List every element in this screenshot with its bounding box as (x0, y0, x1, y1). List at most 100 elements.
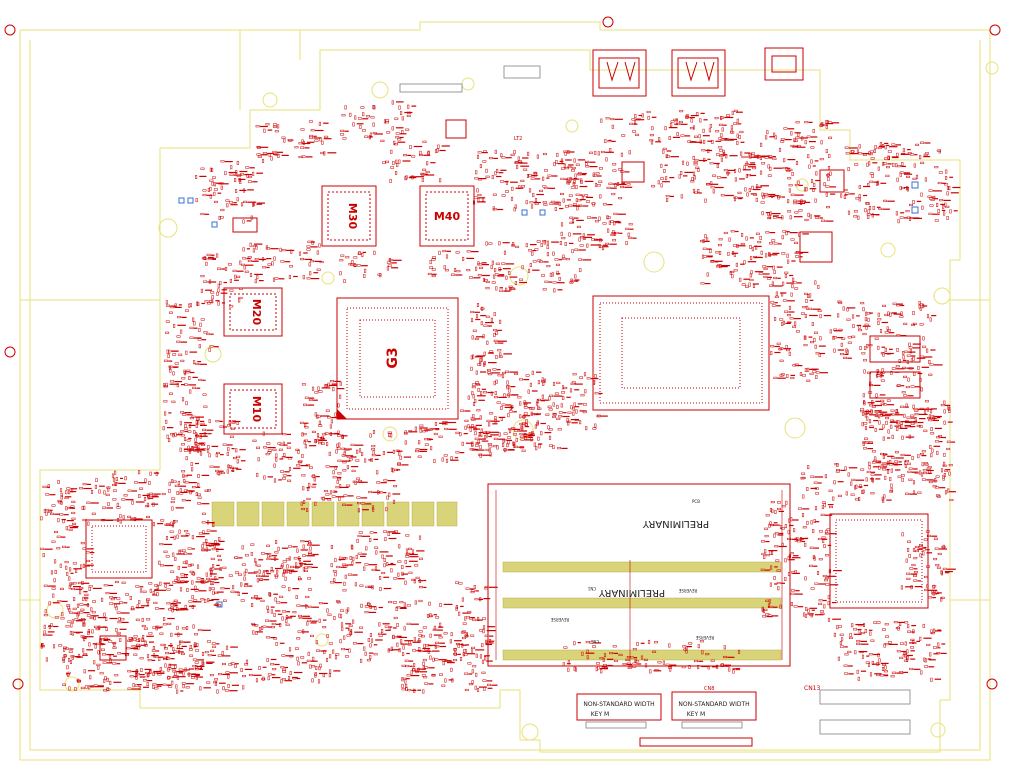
smd-part (178, 529, 181, 534)
refdes-mark (887, 437, 891, 439)
smd-part (608, 182, 613, 185)
refdes-mark (70, 572, 74, 574)
refdes-mark (86, 548, 94, 550)
smd-part (472, 618, 477, 621)
smd-part (865, 311, 868, 316)
smd-part (882, 352, 885, 357)
smd-part (232, 456, 237, 460)
refdes-mark (721, 177, 727, 179)
refdes-mark (510, 181, 518, 183)
smd-part (594, 374, 597, 378)
refdes-mark (574, 389, 580, 391)
smd-part (840, 193, 843, 198)
smd-part (913, 571, 918, 574)
smd-part (837, 656, 840, 661)
refdes-mark (231, 448, 235, 450)
refdes-mark (684, 171, 694, 173)
refdes-mark (872, 663, 881, 665)
smd-part (358, 531, 363, 534)
smd-part (517, 160, 522, 163)
smd-part (163, 644, 167, 649)
smd-part (933, 537, 938, 540)
smd-part (751, 185, 754, 190)
smd-part (43, 630, 46, 635)
smd-part (548, 444, 553, 447)
smd-part (381, 571, 386, 575)
smd-part (908, 478, 913, 481)
smd-part (209, 194, 212, 199)
smd-part (419, 586, 423, 589)
smd-part (487, 443, 492, 446)
smd-part (385, 507, 388, 512)
refdes-mark (74, 631, 83, 633)
smd-part (43, 584, 48, 587)
refdes-mark (245, 264, 254, 266)
smd-part (777, 507, 781, 511)
smd-part (770, 501, 775, 504)
smd-part (213, 543, 216, 548)
refdes-mark (331, 383, 338, 385)
smd-part (670, 122, 673, 127)
smd-part (243, 571, 246, 576)
smd-part (946, 186, 950, 190)
smd-part (324, 135, 329, 138)
smd-part (707, 665, 710, 670)
smd-part (138, 494, 141, 498)
smd-part (217, 554, 222, 557)
refdes-mark (252, 260, 259, 262)
refdes-mark (239, 170, 248, 173)
smd-part (350, 544, 353, 549)
refdes-mark (218, 183, 224, 185)
smd-part (556, 404, 559, 409)
refdes-mark (491, 372, 500, 374)
smd-part (332, 649, 335, 654)
smd-part (824, 474, 827, 479)
refdes-mark (468, 673, 473, 675)
refdes-mark (811, 368, 819, 370)
smd-part (141, 637, 144, 642)
refdes-mark (601, 415, 608, 417)
refdes-mark (170, 350, 179, 352)
refdes-mark (869, 629, 873, 631)
refdes-mark (168, 412, 172, 414)
smd-part (376, 470, 379, 475)
smd-part (435, 645, 440, 648)
smd-part (53, 578, 56, 583)
smd-part (391, 100, 394, 105)
smd-part (924, 463, 929, 466)
smd-part (922, 548, 926, 551)
refdes-mark (216, 548, 223, 550)
smd-part (467, 424, 470, 429)
refdes-mark (192, 376, 198, 378)
smd-part (310, 634, 314, 637)
smd-part (295, 562, 298, 567)
smd-part (236, 459, 239, 464)
smd-part (418, 634, 423, 637)
smd-part (620, 152, 623, 157)
smd-part (519, 378, 523, 381)
smd-part (813, 182, 816, 187)
smd-part (332, 570, 337, 573)
refdes-mark (181, 384, 185, 386)
smd-part (316, 268, 321, 271)
smd-part (260, 552, 265, 555)
smd-part (307, 619, 312, 622)
smd-part (212, 523, 215, 527)
smd-part (105, 592, 110, 595)
smd-part (887, 429, 890, 434)
smd-part (406, 552, 411, 555)
smd-part (477, 616, 480, 621)
refdes-mark (267, 476, 273, 478)
smd-part (922, 345, 927, 348)
refdes-mark (121, 653, 130, 655)
smd-part (908, 342, 911, 347)
smd-part (569, 281, 574, 284)
smd-part (317, 386, 320, 391)
smd-part (865, 477, 868, 482)
smd-part (174, 671, 177, 676)
smd-part (401, 664, 406, 667)
smd-part (610, 220, 614, 223)
refdes-mark (180, 341, 188, 343)
smd-part (472, 200, 476, 205)
smd-part (916, 424, 921, 428)
